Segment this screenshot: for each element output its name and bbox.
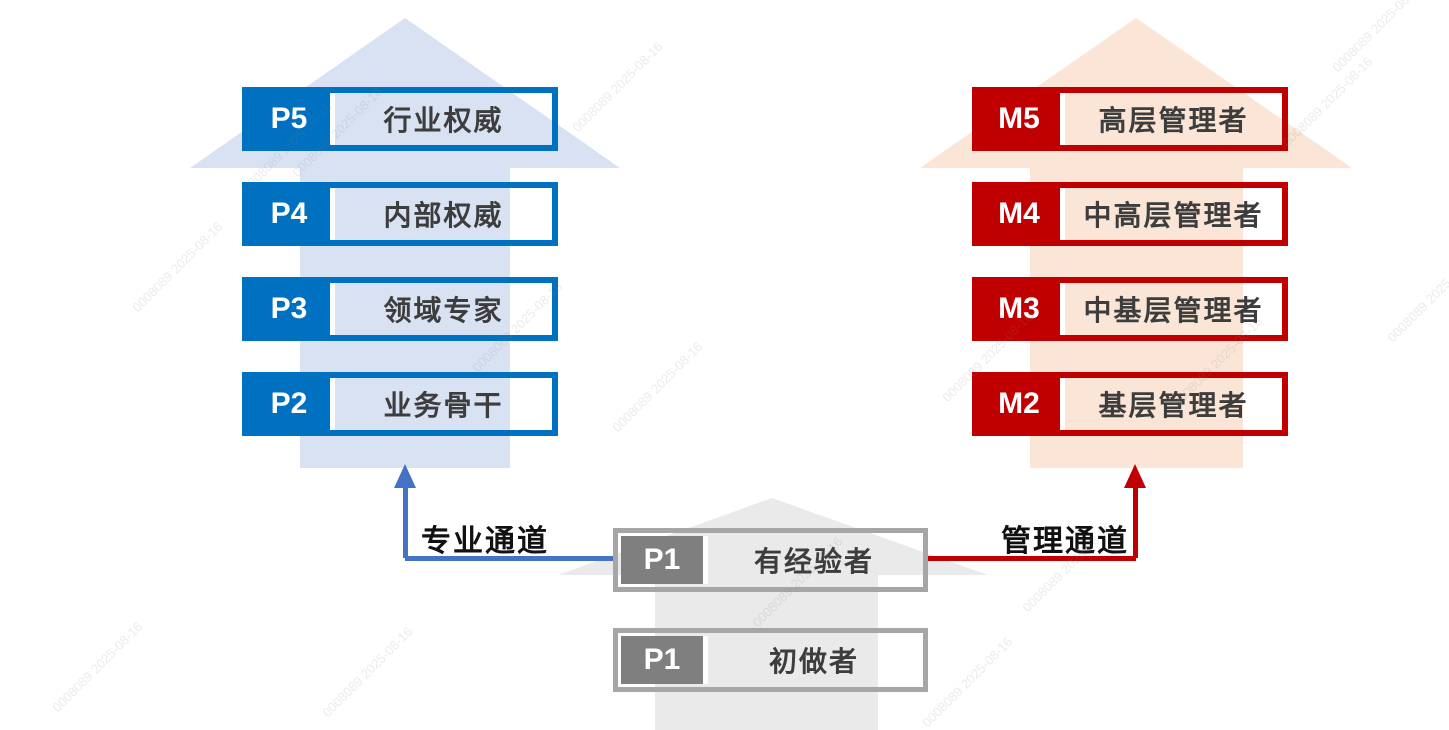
management-channel-label: 管理通道 bbox=[1001, 525, 1129, 558]
watermark-text: 0008089 2025-08-16 bbox=[1384, 249, 1449, 345]
tag-divider bbox=[1060, 93, 1065, 145]
level-tag: P4 bbox=[248, 188, 330, 240]
watermark-text: 0008089 2025-08-16 bbox=[129, 219, 226, 315]
watermark-text: 0008089 2025-08-16 bbox=[1329, 0, 1426, 76]
professional-connector-arrowhead-icon bbox=[394, 464, 416, 488]
level-tag: P3 bbox=[248, 283, 330, 335]
tag-divider bbox=[330, 93, 335, 145]
level-label: 高层管理者 bbox=[1098, 105, 1249, 136]
level-tag: M3 bbox=[978, 283, 1060, 335]
level-box-p5: P5 行业权威 bbox=[242, 87, 558, 151]
level-box-p1-experienced: P1 有经验者 bbox=[613, 528, 928, 592]
level-box-m5: M5 高层管理者 bbox=[972, 87, 1288, 151]
level-box-p1-beginner: P1 初做者 bbox=[613, 628, 928, 692]
level-box-p4: P4 内部权威 bbox=[242, 182, 558, 246]
watermark-text: 0008089 2025-08-16 bbox=[319, 624, 416, 720]
tag-divider bbox=[330, 378, 335, 430]
tag-divider bbox=[703, 536, 708, 584]
tag-divider bbox=[1060, 188, 1065, 240]
level-tag: P5 bbox=[248, 93, 330, 145]
level-tag: P2 bbox=[248, 378, 330, 430]
level-tag: P1 bbox=[621, 636, 703, 684]
management-connector-arrowhead-icon bbox=[1124, 464, 1146, 488]
level-label: 领域专家 bbox=[383, 295, 504, 326]
professional-connector-line bbox=[405, 556, 613, 561]
level-box-m2: M2 基层管理者 bbox=[972, 372, 1288, 436]
tag-divider bbox=[1060, 283, 1065, 335]
management-connector-line-vertical bbox=[1133, 486, 1138, 558]
level-tag: M5 bbox=[978, 93, 1060, 145]
level-box-m3: M3 中基层管理者 bbox=[972, 277, 1288, 341]
tag-divider bbox=[703, 636, 708, 684]
watermark-text: 0008089 2025-08-16 bbox=[49, 619, 146, 715]
professional-channel-label: 专业通道 bbox=[421, 525, 549, 558]
level-box-p2: P2 业务骨干 bbox=[242, 372, 558, 436]
level-label: 初做者 bbox=[768, 646, 859, 677]
professional-connector-line-vertical bbox=[403, 486, 408, 558]
level-label: 基层管理者 bbox=[1098, 390, 1249, 421]
level-tag: P1 bbox=[621, 536, 703, 584]
tag-divider bbox=[1060, 378, 1065, 430]
level-label: 中基层管理者 bbox=[1083, 295, 1264, 326]
watermark-text: 0008089 2025-08-16 bbox=[609, 339, 706, 435]
watermark-text: 0008089 2025-08-16 bbox=[569, 39, 666, 135]
level-label: 业务骨干 bbox=[383, 390, 504, 421]
management-connector-line bbox=[928, 556, 1136, 561]
tag-divider bbox=[330, 188, 335, 240]
level-box-p3: P3 领域专家 bbox=[242, 277, 558, 341]
level-tag: M4 bbox=[978, 188, 1060, 240]
level-label: 中高层管理者 bbox=[1083, 200, 1264, 231]
level-box-m4: M4 中高层管理者 bbox=[972, 182, 1288, 246]
level-label: 有经验者 bbox=[753, 546, 874, 577]
level-label: 内部权威 bbox=[383, 200, 504, 231]
level-tag: M2 bbox=[978, 378, 1060, 430]
tag-divider bbox=[330, 283, 335, 335]
level-label: 行业权威 bbox=[383, 105, 504, 136]
watermark-text: 0008089 2025-08-16 bbox=[919, 634, 1016, 730]
